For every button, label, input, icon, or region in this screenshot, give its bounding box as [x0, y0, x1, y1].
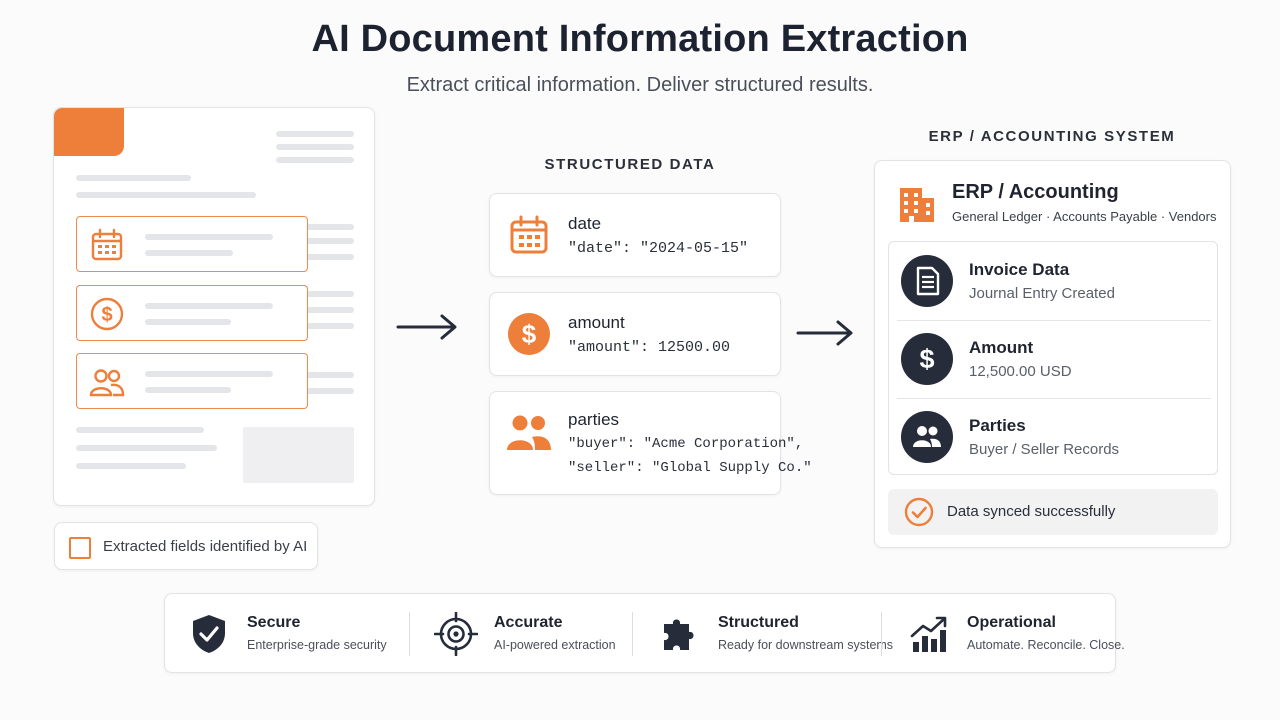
people-icon [507, 415, 551, 450]
erp-row-title: Parties [969, 416, 1026, 435]
erp-row-subtitle: Journal Entry Created [969, 285, 1115, 302]
check-circle-icon [904, 497, 934, 527]
building-icon [900, 188, 934, 222]
feature-secure: Secure Enterprise-grade security [187, 594, 407, 674]
dollar-icon: $ [508, 313, 550, 355]
erp-panel: ERP / Accounting General Ledger · Accoun… [874, 160, 1231, 548]
field-name: parties [568, 410, 620, 429]
feature-title: Operational [967, 614, 1056, 631]
field-name: date [568, 214, 602, 233]
field-json-seller: "seller": "Global Supply Co." [568, 460, 812, 476]
erp-row-subtitle: Buyer / Seller Records [969, 441, 1120, 458]
erp-modules: General Ledger · Accounts Payable · Vend… [952, 209, 1217, 224]
erp-row-invoice: Invoice Data Journal Entry Created [889, 242, 1217, 320]
feature-title: Accurate [494, 614, 563, 631]
legend-swatch [69, 537, 91, 559]
feature-subtitle: Automate. Reconcile. Close. [967, 638, 1125, 652]
field-name: amount [568, 313, 625, 332]
erp-row-subtitle: 12,500.00 USD [969, 363, 1072, 380]
page-title: AI Document Information Extraction [311, 18, 969, 60]
feature-subtitle: Ready for downstream systems [718, 638, 894, 652]
dollar-icon: $ [90, 297, 124, 331]
puzzle-icon [664, 619, 694, 650]
erp-row-parties: Parties Buyer / Seller Records [889, 398, 1217, 476]
arrow-right-icon [796, 320, 853, 346]
document-icon [901, 255, 953, 307]
feature-subtitle: AI-powered extraction [494, 638, 616, 652]
page-subtitle: Extract critical information. Deliver st… [406, 74, 874, 96]
legend-label: Extracted fields identified by AI [103, 538, 308, 555]
erp-row-amount: $ Amount 12,500.00 USD [889, 320, 1217, 398]
growth-chart-icon [910, 616, 947, 652]
extracted-field-amount: $ [76, 285, 308, 341]
calendar-icon [510, 215, 548, 254]
field-json-buyer: "buyer": "Acme Corporation", [568, 436, 804, 452]
feature-structured: Structured Ready for downstream systems [658, 594, 893, 674]
legend: Extracted fields identified by AI [54, 522, 318, 570]
structured-card-amount: $ amount "amount": 12500.00 [489, 292, 781, 376]
source-document: $ [53, 107, 375, 506]
erp-records: Invoice Data Journal Entry Created $ Amo… [888, 241, 1218, 475]
image-placeholder [243, 427, 354, 483]
target-icon [434, 612, 478, 656]
erp-section-title: ERP / ACCOUNTING SYSTEM [928, 128, 1176, 145]
feature-title: Structured [718, 614, 799, 631]
extracted-field-parties [76, 353, 308, 409]
feature-title: Secure [247, 614, 301, 631]
calendar-icon [91, 228, 123, 261]
field-json: "amount": 12500.00 [568, 339, 731, 356]
shield-check-icon [193, 615, 225, 653]
structured-card-date: date "date": "2024-05-15" [489, 193, 781, 277]
svg-text:$: $ [919, 344, 934, 374]
erp-title: ERP / Accounting [952, 181, 1119, 203]
feature-operational: Operational Automate. Reconcile. Close. [907, 594, 1125, 674]
field-json: "date": "2024-05-15" [568, 240, 749, 257]
people-icon [89, 369, 125, 397]
extracted-field-date [76, 216, 308, 272]
dollar-icon: $ [901, 333, 953, 385]
erp-row-title: Invoice Data [969, 260, 1070, 279]
arrow-right-icon [396, 314, 457, 340]
svg-text:$: $ [101, 304, 112, 326]
feature-accurate: Accurate AI-powered extraction [434, 594, 634, 674]
sync-status-text: Data synced successfully [947, 503, 1116, 520]
svg-text:$: $ [522, 319, 537, 349]
erp-row-title: Amount [969, 338, 1034, 357]
structured-card-parties: parties "buyer": "Acme Corporation", "se… [489, 391, 812, 495]
structured-data-title: STRUCTURED DATA [544, 156, 716, 173]
document-tab [54, 108, 124, 156]
people-icon [901, 411, 953, 463]
feature-subtitle: Enterprise-grade security [247, 638, 387, 652]
feature-bar: Secure Enterprise-grade security Accurat… [164, 593, 1125, 674]
sync-status: Data synced successfully [888, 489, 1218, 535]
